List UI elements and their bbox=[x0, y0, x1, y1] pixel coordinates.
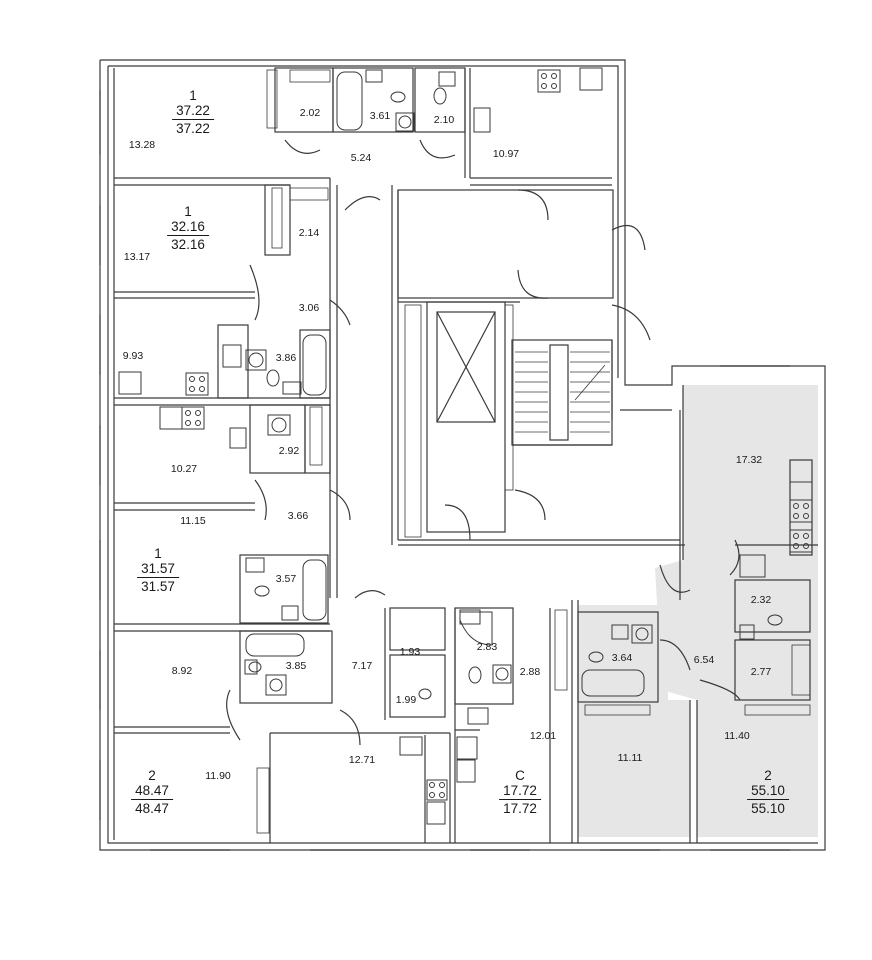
room-area: 2.32 bbox=[750, 594, 772, 606]
room-area: 10.27 bbox=[170, 463, 198, 475]
apartment-rooms: 2 bbox=[764, 768, 772, 783]
highlighted-apartment bbox=[578, 385, 818, 837]
apartment-area-total: 32.16 bbox=[167, 219, 209, 236]
room-area: 10.97 bbox=[492, 148, 520, 160]
room-area: 1.93 bbox=[399, 646, 421, 658]
washing-machine-icon bbox=[245, 112, 653, 696]
room-area: 3.86 bbox=[275, 352, 297, 364]
apartment-area-total: 31.57 bbox=[137, 561, 179, 578]
apartment-area-living: 37.22 bbox=[176, 121, 210, 136]
apartment-area-living: 31.57 bbox=[141, 579, 175, 594]
apartment-area-living: 17.72 bbox=[503, 801, 537, 816]
apartment-label: С 17.72 17.72 bbox=[499, 768, 541, 816]
apartment-label: 2 48.47 48.47 bbox=[131, 768, 173, 816]
room-area: 3.64 bbox=[611, 652, 633, 664]
room-area: 17.32 bbox=[735, 454, 763, 466]
bathtub-icon bbox=[245, 71, 645, 697]
apartment-label: 2 55.10 55.10 bbox=[747, 768, 789, 816]
room-area: 1.99 bbox=[395, 694, 417, 706]
room-area: 3.61 bbox=[369, 110, 391, 122]
room-area: 8.92 bbox=[171, 665, 193, 677]
apartment-area-total: 48.47 bbox=[131, 783, 173, 800]
room-area: 11.40 bbox=[724, 730, 750, 742]
room-area: 12.01 bbox=[529, 730, 557, 742]
room-area: 9.93 bbox=[122, 350, 144, 362]
fridge-icon bbox=[118, 67, 813, 825]
room-area: 6.54 bbox=[693, 654, 715, 666]
room-area: 3.85 bbox=[285, 660, 307, 672]
apartment-rooms: 1 bbox=[154, 546, 162, 561]
room-area: 2.88 bbox=[519, 666, 541, 678]
room-area: 3.57 bbox=[275, 573, 297, 585]
apartment-area-living: 48.47 bbox=[135, 801, 169, 816]
room-area: 11.90 bbox=[205, 770, 231, 782]
apartment-area-living: 55.10 bbox=[751, 801, 785, 816]
room-area: 2.77 bbox=[750, 666, 772, 678]
room-area: 13.17 bbox=[123, 251, 151, 263]
sink-icon bbox=[222, 69, 766, 756]
room-area: 13.28 bbox=[128, 139, 156, 151]
shower-icon bbox=[459, 611, 493, 646]
room-area: 2.92 bbox=[278, 445, 300, 457]
walls bbox=[99, 59, 826, 851]
radiator-icon bbox=[256, 69, 811, 834]
stove-icon bbox=[181, 69, 813, 801]
apartment-rooms: С bbox=[515, 768, 525, 783]
apartment-rooms: 1 bbox=[189, 88, 197, 103]
room-area: 2.83 bbox=[476, 641, 498, 653]
apartment-rooms: 1 bbox=[184, 204, 192, 219]
room-area: 2.10 bbox=[433, 114, 455, 126]
stairs-icon bbox=[515, 351, 610, 433]
toilet-icon bbox=[248, 87, 783, 700]
apartment-area-total: 37.22 bbox=[172, 103, 214, 120]
room-area: 11.15 bbox=[180, 515, 206, 527]
room-area: 3.06 bbox=[298, 302, 320, 314]
room-area: 5.24 bbox=[350, 152, 372, 164]
apartment-area-total: 55.10 bbox=[747, 783, 789, 800]
apartment-rooms: 2 bbox=[148, 768, 156, 783]
apartment-label: 1 32.16 32.16 bbox=[167, 204, 209, 252]
room-area: 12.71 bbox=[348, 754, 376, 766]
apartment-area-living: 32.16 bbox=[171, 237, 205, 252]
room-area: 3.66 bbox=[287, 510, 309, 522]
apartment-label: 1 31.57 31.57 bbox=[137, 546, 179, 594]
room-area: 2.14 bbox=[298, 227, 320, 239]
room-area: 11.11 bbox=[617, 752, 643, 764]
room-area: 2.02 bbox=[299, 107, 321, 119]
room-area: 7.17 bbox=[351, 660, 373, 672]
apartment-label: 1 37.22 37.22 bbox=[172, 88, 214, 136]
elevator-icon bbox=[404, 304, 514, 538]
apartment-area-total: 17.72 bbox=[499, 783, 541, 800]
